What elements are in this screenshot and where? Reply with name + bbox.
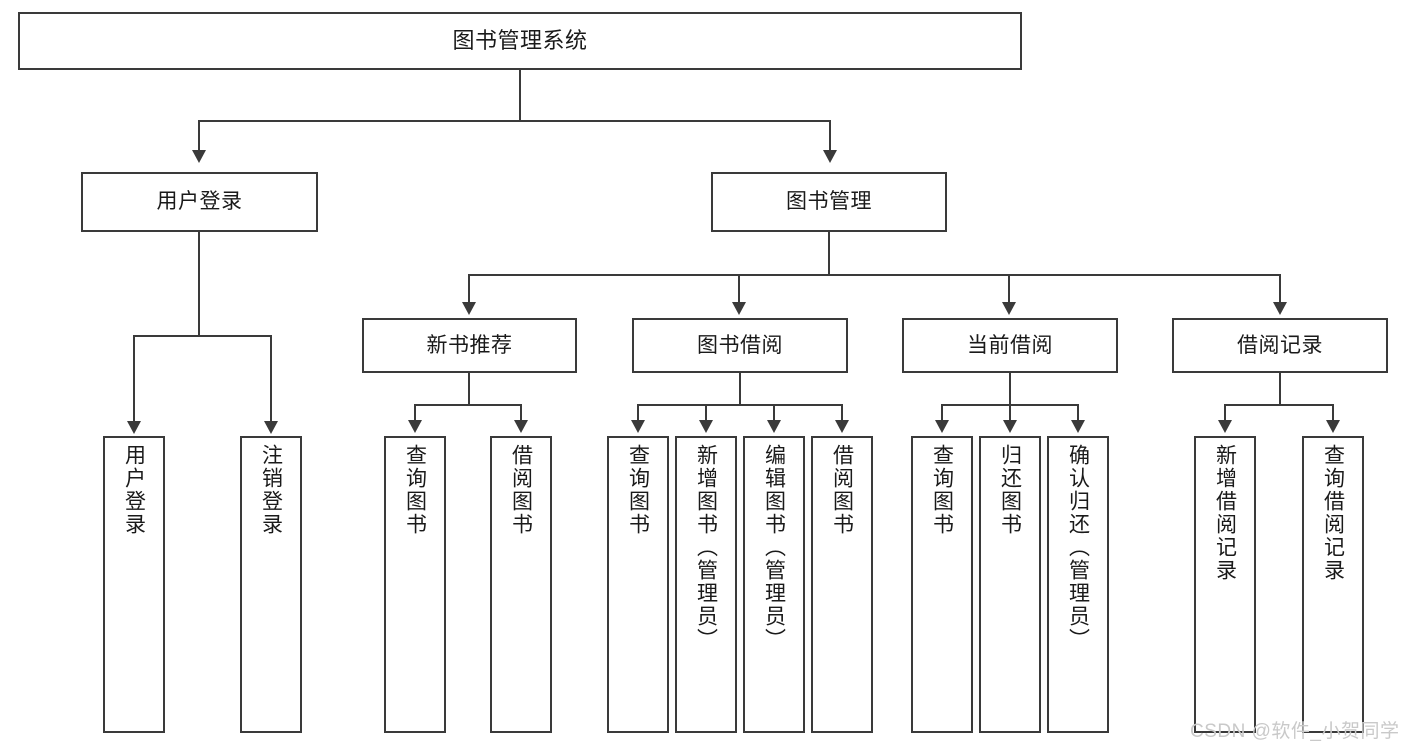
leaf-user-login-logout[interactable]: 注销登录 <box>240 436 302 733</box>
edge-borrow-record-stem <box>1279 373 1281 404</box>
arrow-new-book-child2 <box>514 420 528 433</box>
node-label: 注销登录 <box>259 444 283 536</box>
arrow-root-to-user-login <box>192 150 206 163</box>
edge-book-manage-bus <box>468 274 1280 276</box>
edge-book-manage-child1 <box>468 274 470 304</box>
edge-book-borrow-child3 <box>773 404 775 422</box>
arrow-book-manage-child3 <box>1002 302 1016 315</box>
edge-book-borrow-child1 <box>637 404 639 422</box>
edge-root-stem <box>519 70 521 120</box>
arrow-new-book-child1 <box>408 420 422 433</box>
node-label: 新增借阅记录 <box>1213 444 1237 582</box>
node-label: 确认归还（管理员） <box>1066 444 1090 651</box>
arrow-user-login-child1 <box>127 421 141 434</box>
node-label: 借阅图书 <box>509 444 533 536</box>
node-user-login[interactable]: 用户登录 <box>81 172 318 232</box>
leaf-book-borrow-query[interactable]: 查询图书 <box>607 436 669 733</box>
node-label: 图书管理系统 <box>452 27 588 53</box>
node-label: 新书推荐 <box>426 333 513 357</box>
arrow-user-login-child2 <box>264 421 278 434</box>
edge-root-to-user-login <box>198 120 200 152</box>
leaf-book-borrow-add[interactable]: 新增图书（管理员） <box>675 436 737 733</box>
arrow-borrow-record-child2 <box>1326 420 1340 433</box>
node-label: 查询图书 <box>403 444 427 536</box>
arrow-current-borrow-child2 <box>1003 420 1017 433</box>
arrow-book-manage-child1 <box>462 302 476 315</box>
edge-book-manage-child4 <box>1279 274 1281 304</box>
edge-new-book-child2 <box>520 404 522 422</box>
edge-new-book-bus <box>414 404 522 406</box>
csdn-watermark: CSDN @软件_小贺同学 <box>1190 721 1400 742</box>
arrow-book-borrow-child1 <box>631 420 645 433</box>
leaf-current-borrow-return[interactable]: 归还图书 <box>979 436 1041 733</box>
arrow-book-borrow-child2 <box>699 420 713 433</box>
edge-book-borrow-child4 <box>841 404 843 422</box>
arrow-root-to-book-manage <box>823 150 837 163</box>
arrow-book-manage-child4 <box>1273 302 1287 315</box>
edge-user-login-stem <box>198 232 200 335</box>
edge-borrow-record-child2 <box>1332 404 1334 422</box>
node-borrow-record[interactable]: 借阅记录 <box>1172 318 1388 373</box>
edge-new-book-child1 <box>414 404 416 422</box>
edge-current-borrow-child1 <box>941 404 943 422</box>
arrow-current-borrow-child3 <box>1071 420 1085 433</box>
edge-root-bus <box>198 120 831 122</box>
edge-book-borrow-stem <box>739 373 741 404</box>
node-label: 编辑图书（管理员） <box>762 444 786 651</box>
node-label: 查询图书 <box>626 444 650 536</box>
edge-user-login-bus <box>133 335 272 337</box>
leaf-new-book-query[interactable]: 查询图书 <box>384 436 446 733</box>
edge-new-book-stem <box>468 373 470 404</box>
edge-root-to-book-manage <box>829 120 831 152</box>
leaf-new-book-borrow[interactable]: 借阅图书 <box>490 436 552 733</box>
node-book-management[interactable]: 图书管理 <box>711 172 947 232</box>
leaf-book-borrow-edit[interactable]: 编辑图书（管理员） <box>743 436 805 733</box>
edge-current-borrow-child2 <box>1009 404 1011 422</box>
node-label: 查询图书 <box>930 444 954 536</box>
edge-book-manage-stem <box>828 232 830 274</box>
node-root-system[interactable]: 图书管理系统 <box>18 12 1022 70</box>
edge-current-borrow-child3 <box>1077 404 1079 422</box>
node-label: 用户登录 <box>122 444 146 536</box>
edge-book-borrow-bus <box>637 404 841 406</box>
arrow-book-manage-child2 <box>732 302 746 315</box>
node-label: 新增图书（管理员） <box>694 444 718 651</box>
arrow-current-borrow-child1 <box>935 420 949 433</box>
edge-book-manage-child3 <box>1008 274 1010 304</box>
edge-current-borrow-stem <box>1009 373 1011 404</box>
node-label: 用户登录 <box>156 190 243 214</box>
arrow-book-borrow-child3 <box>767 420 781 433</box>
node-label: 查询借阅记录 <box>1321 444 1345 582</box>
leaf-current-borrow-confirm-return[interactable]: 确认归还（管理员） <box>1047 436 1109 733</box>
leaf-borrow-record-query[interactable]: 查询借阅记录 <box>1302 436 1364 733</box>
edge-book-manage-child2 <box>738 274 740 304</box>
node-new-book-recommend[interactable]: 新书推荐 <box>362 318 577 373</box>
node-label: 借阅图书 <box>830 444 854 536</box>
leaf-user-login-login[interactable]: 用户登录 <box>103 436 165 733</box>
node-label: 图书借阅 <box>697 333 783 357</box>
edge-user-login-child2 <box>270 335 272 423</box>
node-label: 当前借阅 <box>967 333 1053 357</box>
edge-book-borrow-child2 <box>705 404 707 422</box>
node-book-borrow[interactable]: 图书借阅 <box>632 318 848 373</box>
arrow-borrow-record-child1 <box>1218 420 1232 433</box>
leaf-borrow-record-add[interactable]: 新增借阅记录 <box>1194 436 1256 733</box>
leaf-current-borrow-query[interactable]: 查询图书 <box>911 436 973 733</box>
edge-user-login-child1 <box>133 335 135 423</box>
edge-borrow-record-child1 <box>1224 404 1226 422</box>
node-label: 归还图书 <box>998 444 1022 536</box>
node-current-borrow[interactable]: 当前借阅 <box>902 318 1118 373</box>
edge-borrow-record-bus <box>1224 404 1334 406</box>
node-label: 图书管理 <box>786 190 872 214</box>
arrow-book-borrow-child4 <box>835 420 849 433</box>
leaf-book-borrow-borrow[interactable]: 借阅图书 <box>811 436 873 733</box>
node-label: 借阅记录 <box>1237 333 1323 357</box>
